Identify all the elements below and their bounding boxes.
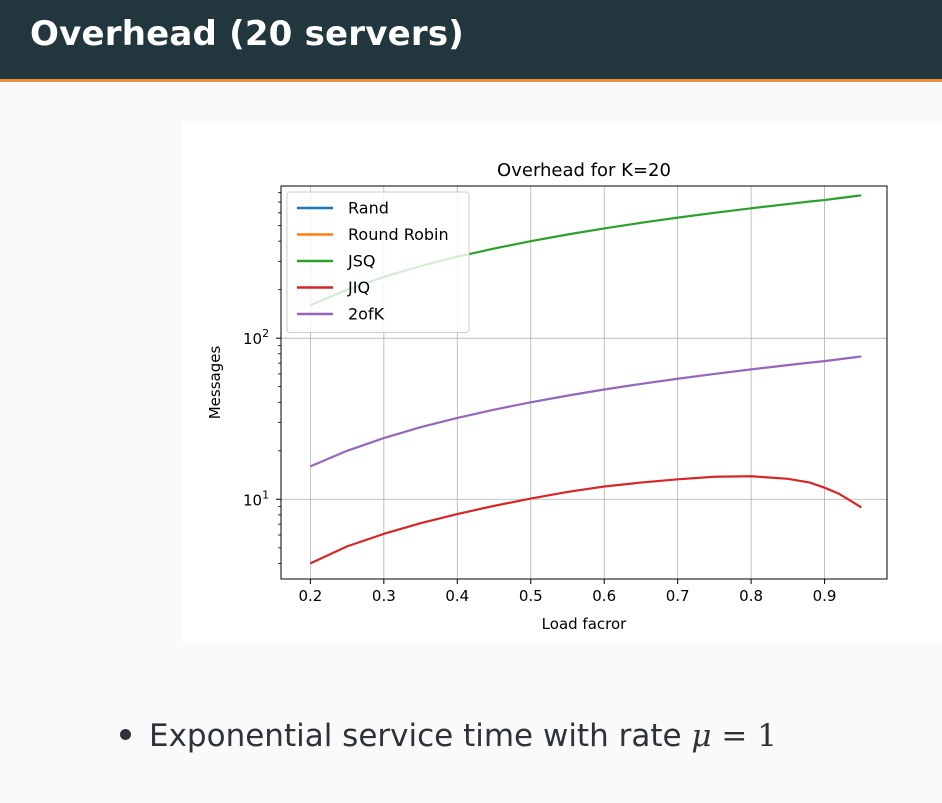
math-var-mu: μ <box>691 718 712 754</box>
x-tick-label: 0.3 <box>372 587 396 605</box>
bullet-text: Exponential service time with rate <box>149 718 692 754</box>
figure-panel: 0.2 0.3 0.4 0.5 0.6 0.7 0.8 0.9 101 102 Overhead f… <box>182 123 942 643</box>
bullet-math: μ = 1 <box>691 718 777 754</box>
overhead-chart: 0.2 0.3 0.4 0.5 0.6 0.7 0.8 0.9 101 102 Overhead f… <box>206 160 888 633</box>
legend-label-rand: Rand <box>348 199 389 218</box>
legend-label-round-robin: Round Robin <box>348 225 449 244</box>
slide-title: Overhead (20 servers) <box>30 14 464 54</box>
legend-box <box>286 191 470 333</box>
plot-frame <box>280 185 888 580</box>
bullet-dot <box>120 729 131 740</box>
y-axis-label: Messages <box>206 346 224 420</box>
series-line-2ofk <box>309 355 862 468</box>
x-tick-label: 0.5 <box>519 587 543 605</box>
x-tick-label: 0.4 <box>445 587 469 605</box>
x-axis-label: Load facror <box>542 615 627 633</box>
legend-label-jiq: JIQ <box>347 278 370 297</box>
series-line-jiq <box>309 475 862 565</box>
slide-header: Overhead (20 servers) <box>0 0 942 82</box>
x-tick-label: 0.6 <box>592 587 616 605</box>
x-tick-label: 0.7 <box>666 587 690 605</box>
math-rest: = 1 <box>711 718 777 754</box>
x-tick-label: 0.8 <box>739 587 763 605</box>
x-tick-label: 0.9 <box>813 587 837 605</box>
legend-label-jsq: JSQ <box>347 252 375 271</box>
chart-title: Overhead for K=20 <box>497 160 671 181</box>
x-tick-label: 0.2 <box>298 587 322 605</box>
y-tick-label: 101 <box>243 488 269 509</box>
legend-label-2ofk: 2ofK <box>348 305 385 324</box>
bullet-item: Exponential service time with rate μ = 1 <box>120 718 777 754</box>
y-tick-label: 102 <box>243 327 269 348</box>
